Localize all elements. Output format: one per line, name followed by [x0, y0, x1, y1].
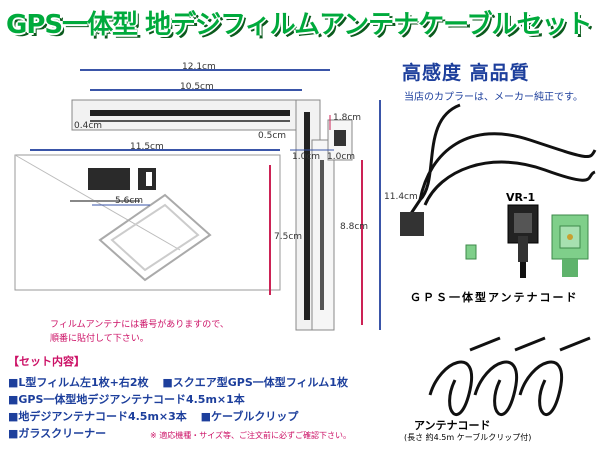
dim-7-5: 7.5cm [274, 232, 303, 242]
film-note: フィルムアンテナには番号がありますので、 順番に貼付して下さい。 [50, 318, 229, 346]
film-note-line-1: フィルムアンテナには番号がありますので、 [50, 320, 229, 330]
dim-1-0-right: 1.0cm [327, 152, 356, 162]
dim-5-6: 5.6cm [115, 196, 144, 206]
set-contents-list: ■L型フィルム左1枚+右2枚 ■スクエア型GPS一体型フィルム1枚 ■GPS一体… [8, 374, 358, 442]
antenna-cord-caption: アンテナコード [414, 419, 491, 432]
vr1-label: VR-1 [506, 191, 536, 204]
set-item: ■L型フィルム左1枚+右2枚 [8, 376, 149, 389]
gps-cord-caption: ＧＰＳ一体型アンテナコード [410, 291, 579, 304]
l-film-drawing [71, 99, 353, 331]
dim-8-8: 8.8cm [340, 222, 369, 232]
set-item: ■スクエア型GPS一体型フィルム1枚 [162, 376, 348, 389]
set-item: ■地デジアンテナコード4.5m×3本 [8, 410, 187, 423]
vr1-connector [507, 204, 539, 278]
connector-black-small [400, 212, 424, 236]
dim-10-5: 10.5cm [180, 82, 214, 92]
dim-1-0-left: 1.0cm [292, 152, 321, 162]
coupler-note: 当店のカプラーは、メーカー純正です。 [404, 92, 583, 103]
caution-note: ※ 適応機種・サイズ等、ご注文前に必ずご確認下さい。 [150, 431, 352, 440]
gps-cable-drawing [408, 103, 597, 216]
dim-11-4: 11.4cm [384, 192, 418, 202]
antenna-cord-drawing [428, 336, 591, 416]
green-connector [551, 214, 589, 277]
set-row: ■地デジアンテナコード4.5m×3本 ■ケーブルクリップ [8, 408, 358, 425]
set-row: ■ガラスクリーナー [8, 425, 358, 442]
quality-label: 高感度 高品質 [402, 62, 530, 84]
set-row: ■L型フィルム左1枚+右2枚 ■スクエア型GPS一体型フィルム1枚 [8, 374, 358, 391]
antenna-cord-sub: (長さ 約4.5m ケーブルクリップ付) [404, 433, 532, 442]
dim-0-5: 0.5cm [258, 131, 287, 141]
set-contents-title: 【セット内容】 [8, 355, 85, 368]
dim-0-4: 0.4cm [74, 121, 103, 131]
set-item: ■GPS一体型地デジアンテナコード4.5m×1本 [8, 393, 245, 406]
film-note-line-2: 順番に貼付して下さい。 [50, 334, 149, 344]
small-green-plug [465, 244, 477, 260]
square-film-drawing [14, 154, 281, 291]
set-row: ■GPS一体型地デジアンテナコード4.5m×1本 [8, 391, 358, 408]
dim-12-1: 12.1cm [182, 62, 216, 72]
set-item: ■ガラスクリーナー [8, 427, 107, 440]
page-title: GPS一体型 地デジフィルムアンテナケーブルセット [6, 10, 593, 40]
dim-11-5: 11.5cm [130, 142, 164, 152]
set-item: ■ケーブルクリップ [200, 410, 299, 423]
dim-1-8: 1.8cm [333, 113, 362, 123]
